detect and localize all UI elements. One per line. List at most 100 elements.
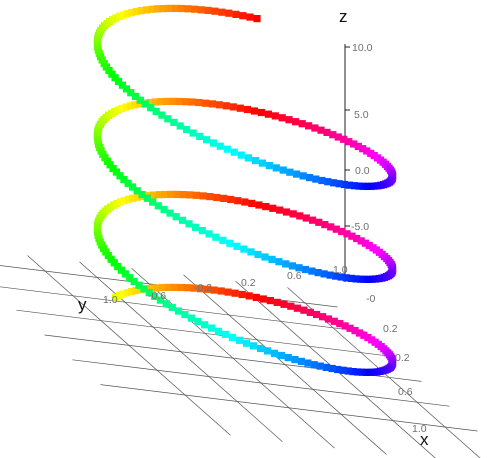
helix-point <box>338 227 346 236</box>
helix-point <box>184 5 192 13</box>
helix-point <box>244 154 252 162</box>
helix-point <box>354 142 362 150</box>
helix-point <box>295 264 303 272</box>
z-axis-label: z <box>339 7 348 26</box>
helix-point <box>317 126 325 134</box>
helix-point <box>253 15 261 23</box>
helix-point <box>124 179 132 187</box>
helix-point <box>210 286 218 294</box>
helix-point <box>280 300 288 308</box>
helix-point <box>222 102 230 110</box>
helix-point <box>257 108 265 117</box>
helix-point <box>121 270 129 278</box>
helix-point <box>149 198 157 206</box>
helix-point <box>350 140 358 148</box>
helix-point <box>363 182 371 190</box>
helix-point <box>340 180 348 189</box>
helix-point <box>132 7 141 16</box>
helix-point <box>287 302 295 310</box>
helix-point <box>203 136 211 144</box>
helix-point <box>159 283 167 292</box>
helix-point <box>158 111 166 119</box>
helix-point <box>131 101 139 109</box>
helix-point <box>136 100 144 108</box>
helix-point <box>310 361 318 369</box>
helix-point <box>112 168 120 176</box>
helix-point <box>140 285 148 293</box>
helix-point <box>149 191 157 199</box>
helix-point <box>314 269 322 277</box>
helix-point <box>186 191 194 199</box>
helix-point <box>126 102 134 110</box>
grid-line <box>100 384 478 432</box>
helix-point <box>243 105 251 114</box>
helix-point <box>276 206 284 214</box>
helix-point <box>126 274 134 282</box>
helix-point <box>132 286 140 295</box>
helix-point <box>166 209 174 217</box>
helix-point <box>316 362 324 370</box>
helix-point <box>279 166 287 174</box>
helix-point <box>324 315 333 323</box>
helix-point <box>118 81 126 89</box>
helix-point <box>282 208 291 216</box>
helix-point <box>196 132 204 140</box>
helix-point <box>183 125 191 134</box>
helix-point <box>216 142 224 150</box>
helix-point <box>334 365 342 374</box>
helix-point <box>227 195 235 204</box>
helix-point <box>265 162 273 170</box>
helix-point <box>224 288 232 296</box>
helix-point <box>192 191 200 199</box>
helix-point <box>202 99 210 107</box>
helix-point <box>182 98 190 106</box>
helix-point <box>143 194 151 202</box>
helix-point <box>323 128 331 136</box>
helix-point <box>163 97 171 105</box>
helix-point <box>127 89 135 97</box>
helix-point <box>179 191 187 199</box>
helix-point <box>115 77 123 86</box>
helix-point <box>319 313 327 321</box>
helix-point <box>328 364 336 373</box>
helix-point <box>297 357 305 365</box>
helix-point <box>127 288 135 296</box>
helix-point <box>364 334 372 342</box>
helix-point <box>165 4 173 12</box>
helix-point <box>156 296 164 304</box>
helix-point <box>136 96 144 104</box>
helix-point <box>322 363 330 371</box>
helix-point <box>313 310 321 319</box>
helix-point <box>284 354 292 362</box>
helix-point <box>190 284 198 292</box>
helix-point <box>309 216 317 224</box>
helix-point <box>217 287 225 295</box>
helix-point <box>218 8 226 16</box>
helix-point <box>131 92 139 100</box>
helix-point <box>114 262 122 271</box>
helix-point <box>203 285 211 293</box>
helix-point <box>315 218 323 226</box>
helix-point <box>329 131 337 139</box>
helix-point <box>235 336 244 344</box>
helix-point <box>357 237 365 245</box>
helix-point <box>358 368 366 376</box>
helix-point <box>192 223 200 231</box>
helix-point <box>365 275 373 283</box>
helix-point <box>122 85 131 93</box>
helix-point <box>366 368 374 376</box>
helix-point <box>152 107 160 115</box>
helix-point <box>183 284 191 292</box>
helix-point <box>334 133 342 141</box>
helix-point <box>288 262 296 270</box>
helix-point <box>119 11 127 19</box>
helix-point <box>195 98 203 107</box>
helix-point <box>219 236 227 244</box>
helix-point <box>242 339 251 347</box>
helix-point <box>165 283 173 291</box>
helix-point <box>361 239 369 247</box>
helix-point <box>365 241 373 250</box>
helix-point <box>363 147 371 155</box>
helix-point <box>308 267 316 275</box>
helix-point <box>254 250 262 259</box>
